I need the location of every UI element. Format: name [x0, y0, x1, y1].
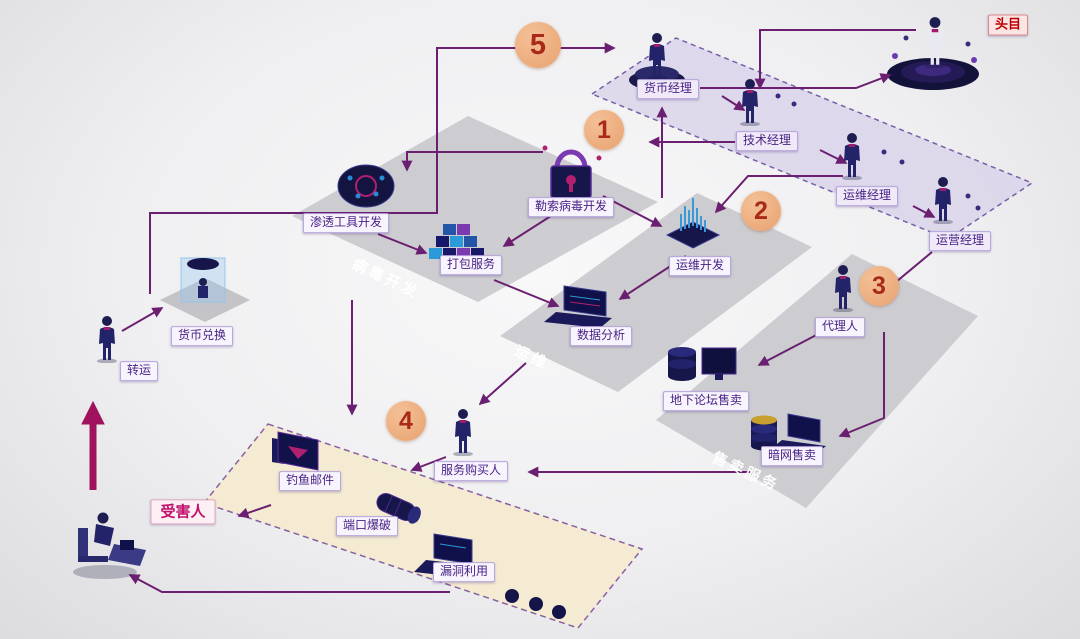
arrow-attack-to-victim — [237, 504, 272, 519]
opsdev-chip-icon — [665, 198, 721, 249]
decor-dots — [775, 35, 981, 211]
arrow-packaging-to-data-analysis — [493, 279, 560, 308]
victim-label: 受害人 — [150, 499, 216, 525]
arrow-manager-chain-3 — [912, 205, 936, 218]
currency-manager-label: 货币经理 — [636, 79, 700, 99]
underground-forum-label: 地下论坛售卖 — [662, 391, 750, 411]
packaging-cubes-icon — [429, 224, 484, 259]
arrow-boss-to-tech-manager — [754, 29, 916, 90]
pen-tool-dev-label: 渗透工具开发 — [302, 213, 390, 233]
agent-label: 代理人 — [814, 317, 866, 337]
arrow-pentool-to-packaging — [377, 233, 428, 255]
step-badge-1: 1 — [584, 110, 624, 150]
attack-band-platform — [202, 423, 644, 629]
boss-label: 头目 — [987, 14, 1029, 36]
transfer-figure — [97, 316, 117, 363]
currency-exchange-box-icon — [180, 257, 226, 303]
tech-manager-label: 技术经理 — [735, 131, 799, 151]
arrow-ransomware-to-pentool — [401, 151, 543, 172]
step-badge-4: 4 — [386, 401, 426, 441]
victim-figure — [73, 512, 146, 579]
arrow-bottom-to-victim — [128, 574, 450, 593]
step-badge-5: 5 — [515, 22, 561, 68]
arrow-ops-to-buyer — [478, 362, 527, 406]
pentool-disc-icon — [337, 164, 395, 208]
step-badge-2: 2 — [741, 191, 781, 231]
virus-dev-platform-shape — [292, 116, 658, 302]
arrow-exchange-to-currency-manager — [149, 42, 616, 294]
arrow-transfer-to-exchange — [121, 307, 164, 332]
exploit-label: 漏洞利用 — [432, 562, 496, 582]
people — [73, 17, 953, 579]
ops-dev-label: 运维开发 — [668, 256, 732, 276]
port-blast-icon — [376, 493, 421, 524]
service-buyer-figure — [453, 409, 473, 456]
ellipsis-dots-icon — [505, 589, 566, 619]
sales-platform-shape — [656, 254, 978, 508]
transfer-label: 转运 — [119, 361, 159, 381]
arrow-manager-chain-2 — [819, 149, 848, 164]
packaging-service-label: 打包服务 — [439, 255, 503, 275]
arrow-manager-chain-1 — [721, 95, 746, 111]
data-analysis-laptop-icon — [544, 285, 612, 328]
phishing-mail-label: 钓鱼邮件 — [278, 471, 342, 491]
arrow-agent-to-darkweb — [838, 332, 885, 438]
boss-platform — [887, 53, 979, 90]
port-blast-label: 端口爆破 — [335, 516, 399, 536]
data-analysis-label: 数据分析 — [569, 326, 633, 346]
ransomware-dev-label: 勒索病毒开发 — [527, 197, 615, 217]
arrow-ransomware-to-packaging — [502, 213, 555, 247]
step-badge-3: 3 — [859, 266, 899, 306]
arrow-maintenance-manager-to-opsdev — [714, 175, 843, 214]
darkweb-sale-label: 暗网售卖 — [760, 446, 824, 466]
arrow-buyer-to-attack-tools — [410, 456, 447, 472]
service-buyer-label: 服务购买人 — [433, 461, 509, 481]
currency-exchange-label: 货币兑换 — [170, 326, 234, 346]
maintenance-manager-label: 运维经理 — [835, 186, 899, 206]
arrow-agent-to-forum — [757, 330, 825, 366]
phishing-screen-icon — [272, 431, 319, 471]
icons — [180, 35, 981, 619]
operation-manager-label: 运营经理 — [928, 231, 992, 251]
exchange-mini-platform — [160, 278, 250, 322]
flow-arrows — [81, 29, 936, 593]
forum-server-icon — [668, 347, 737, 381]
